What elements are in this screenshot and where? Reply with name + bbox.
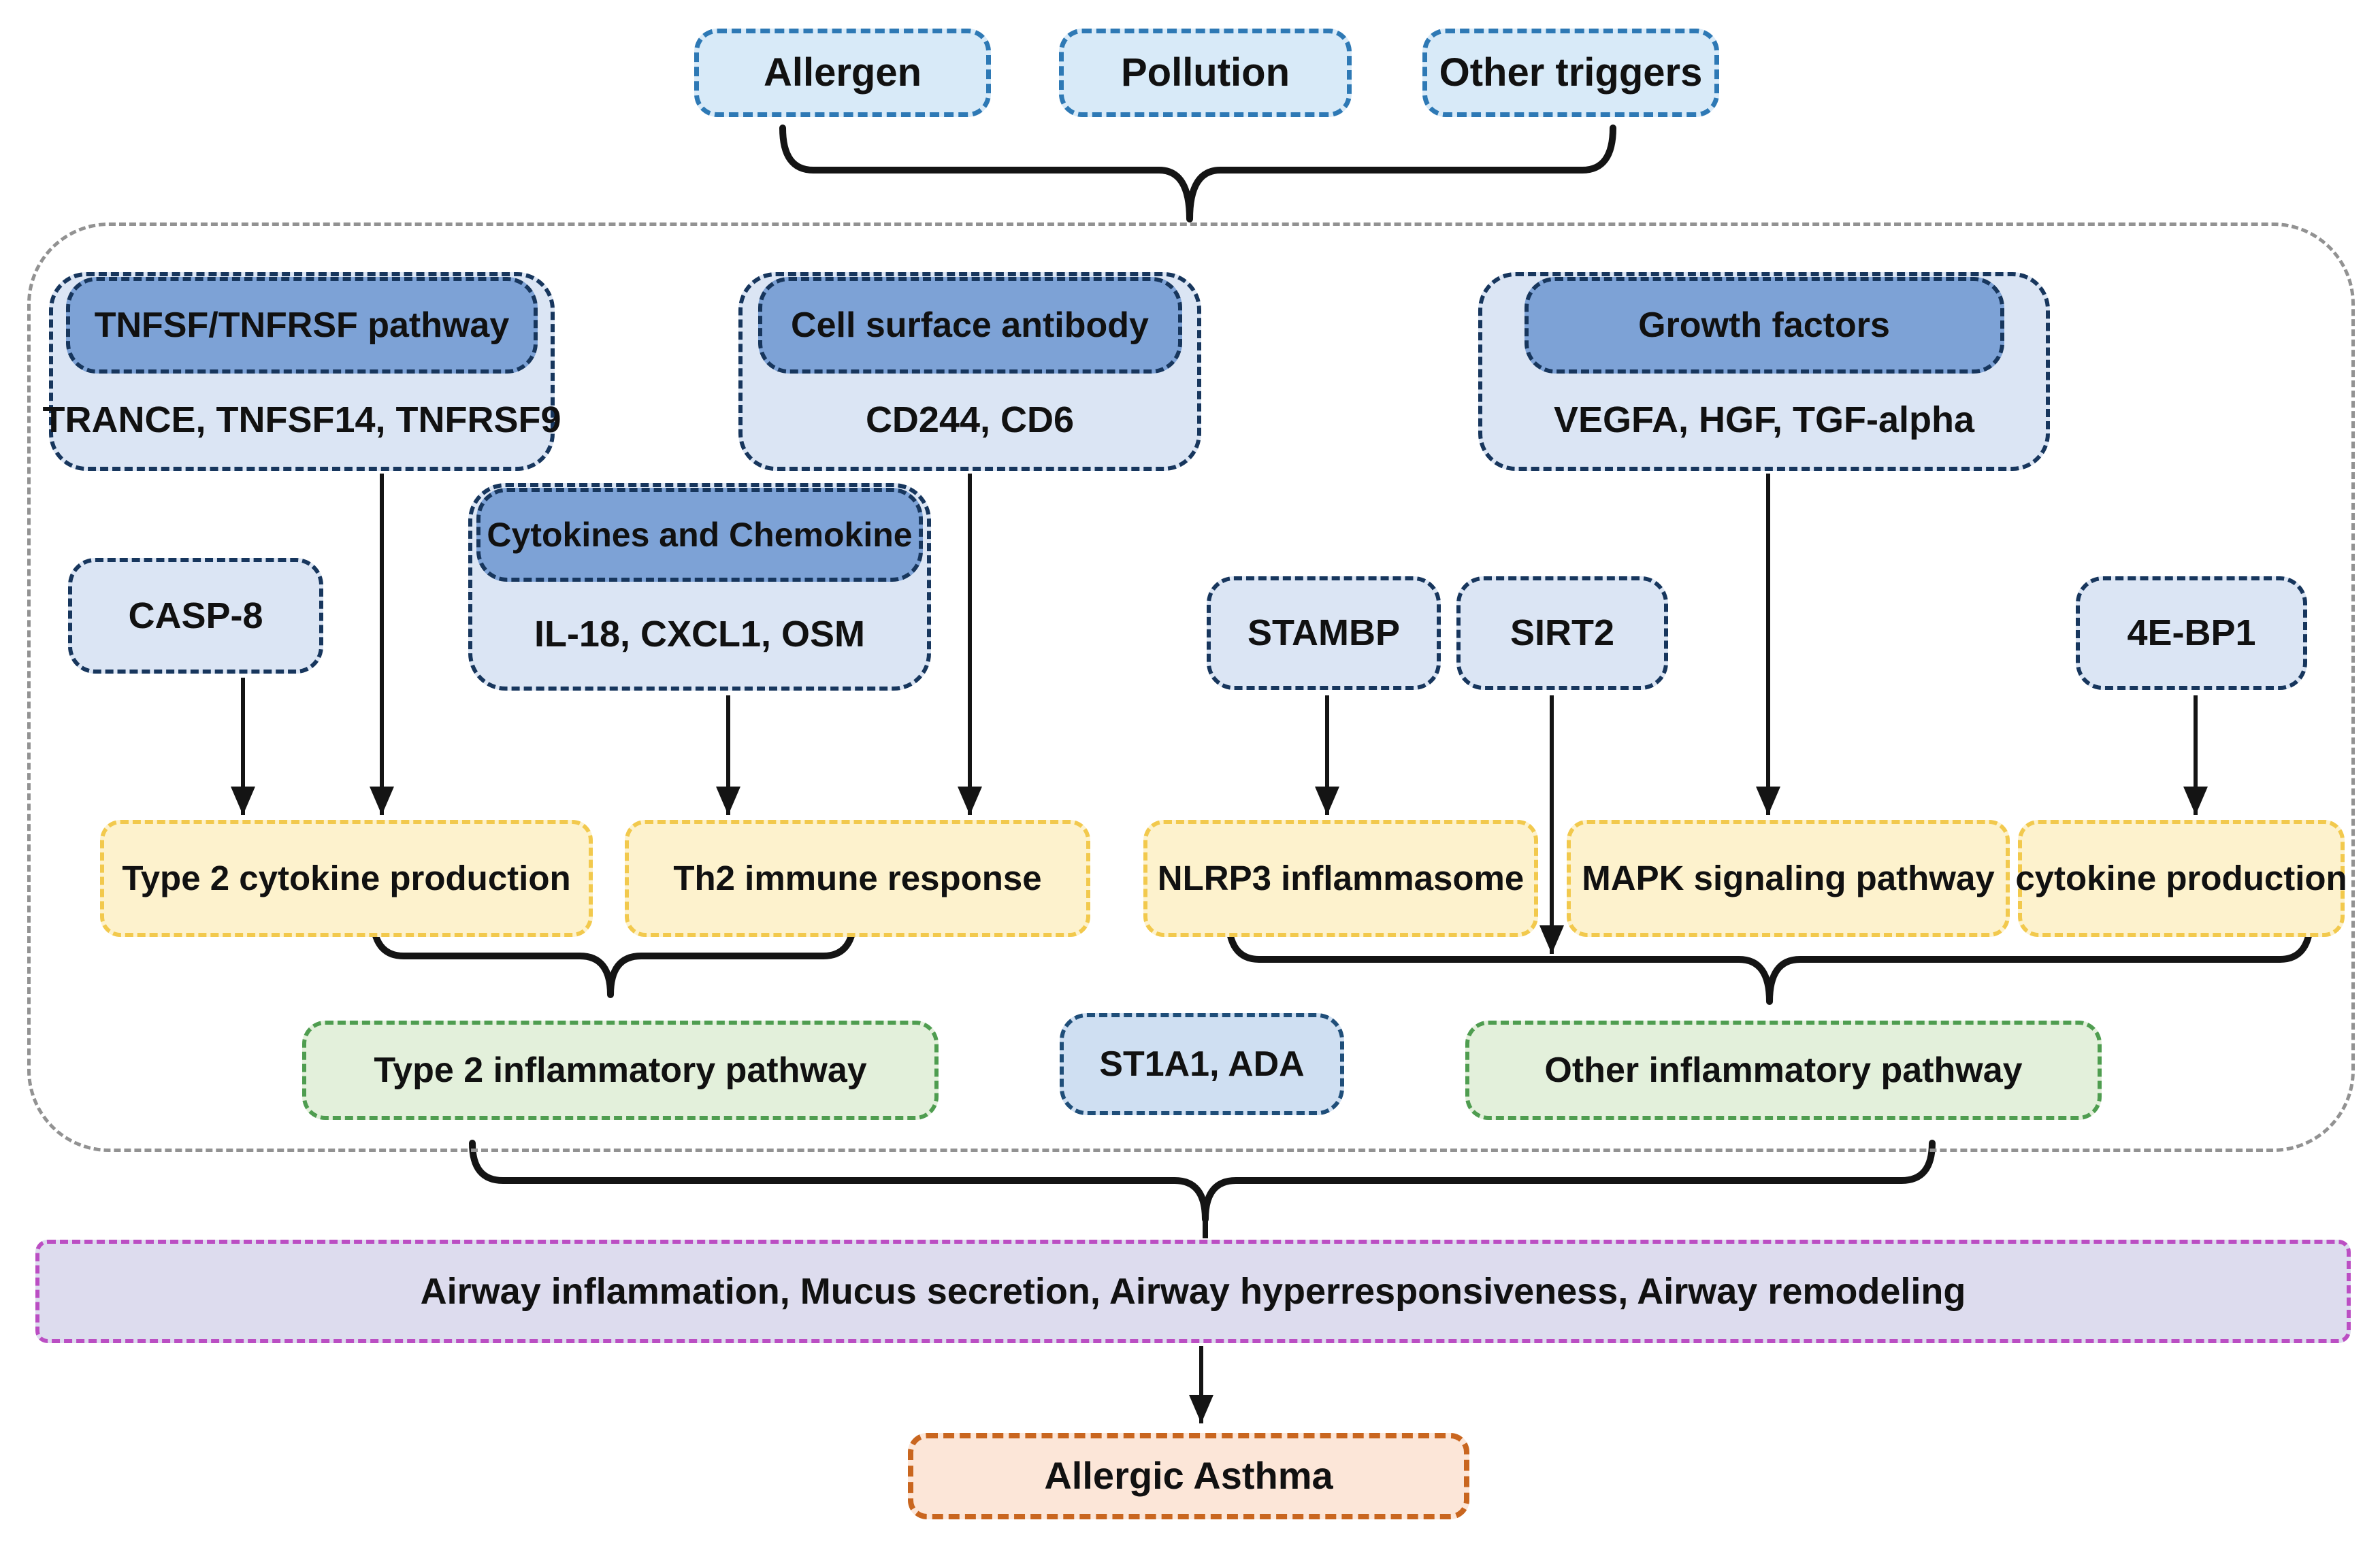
process-nlrp3-label: NLRP3 inflammasome bbox=[1157, 859, 1525, 898]
process-cytokine-production-label: cytokine production bbox=[2015, 859, 2347, 898]
group-cell-surface-header-label: Cell surface antibody bbox=[791, 305, 1149, 345]
group-tnfsf-pathway: TNFSF/TNFRSF pathway TRANCE, TNFSF14, TN… bbox=[42, 272, 561, 471]
group-cytokines-header-label: Cytokines and Chemokine bbox=[487, 516, 913, 554]
trigger-allergen: Allergen bbox=[694, 29, 991, 117]
enzyme-st1a1-label: ST1A1, ADA bbox=[1099, 1044, 1305, 1084]
trigger-other-triggers-label: Other triggers bbox=[1439, 50, 1703, 95]
trigger-other-triggers: Other triggers bbox=[1422, 29, 1719, 117]
group-growth-factors-header: Growth factors bbox=[1524, 277, 2004, 374]
outcome-airway-effects: Airway inflammation, Mucus secretion, Ai… bbox=[35, 1240, 2351, 1343]
gene-4ebp1-label: 4E-BP1 bbox=[2127, 612, 2256, 654]
disease-allergic-asthma: Allergic Asthma bbox=[908, 1433, 1469, 1519]
group-growth-factors-genes: VEGFA, HGF, TGF-alpha bbox=[1553, 399, 1975, 441]
pathway-other-inflammatory: Other inflammatory pathway bbox=[1465, 1021, 2102, 1120]
gene-casp8: CASP-8 bbox=[68, 558, 323, 674]
pathway-type2-inflammatory: Type 2 inflammatory pathway bbox=[302, 1021, 939, 1120]
pathway-type2-label: Type 2 inflammatory pathway bbox=[374, 1050, 867, 1090]
process-type2-cytokine-label: Type 2 cytokine production bbox=[122, 859, 571, 898]
trigger-pollution: Pollution bbox=[1059, 29, 1352, 117]
brace-triggers-to-container bbox=[779, 125, 1616, 222]
process-mapk-signaling: MAPK signaling pathway bbox=[1567, 820, 2010, 937]
group-tnfsf-header: TNFSF/TNFRSF pathway bbox=[66, 277, 538, 374]
pathway-other-label: Other inflammatory pathway bbox=[1544, 1050, 2023, 1090]
brace-to-outcome bbox=[469, 1140, 1936, 1223]
gene-sirt2-label: SIRT2 bbox=[1510, 612, 1615, 654]
process-nlrp3-inflammasome: NLRP3 inflammasome bbox=[1143, 820, 1538, 937]
group-tnfsf-genes: TRANCE, TNFSF14, TNFRSF9 bbox=[42, 399, 561, 441]
process-th2-immune-response: Th2 immune response bbox=[625, 820, 1090, 937]
group-cytokines-genes: IL-18, CXCL1, OSM bbox=[534, 613, 866, 655]
trigger-allergen-label: Allergen bbox=[763, 50, 922, 95]
trigger-pollution-label: Pollution bbox=[1120, 50, 1290, 95]
enzyme-st1a1-ada: ST1A1, ADA bbox=[1060, 1013, 1344, 1115]
process-th2-label: Th2 immune response bbox=[673, 859, 1042, 898]
group-growth-factors-header-label: Growth factors bbox=[1638, 305, 1890, 345]
process-cytokine-production: cytokine production bbox=[2015, 820, 2347, 937]
brace-to-other-pathway bbox=[1225, 914, 2314, 1005]
process-type2-cytokine-production: Type 2 cytokine production bbox=[100, 820, 593, 937]
process-mapk-label: MAPK signaling pathway bbox=[1582, 859, 1995, 898]
gene-stambp: STAMBP bbox=[1207, 576, 1441, 690]
brace-to-type2-pathway bbox=[370, 912, 858, 998]
group-cytokines-chemokine: Cytokines and Chemokine IL-18, CXCL1, OS… bbox=[468, 483, 931, 691]
gene-casp8-label: CASP-8 bbox=[128, 595, 263, 636]
gene-stambp-label: STAMBP bbox=[1248, 612, 1400, 654]
disease-allergic-asthma-label: Allergic Asthma bbox=[1044, 1454, 1333, 1498]
group-cell-surface-genes: CD244, CD6 bbox=[865, 399, 1075, 441]
group-cytokines-header: Cytokines and Chemokine bbox=[476, 488, 923, 582]
group-tnfsf-header-label: TNFSF/TNFRSF pathway bbox=[94, 305, 510, 345]
group-cell-surface-header: Cell surface antibody bbox=[757, 277, 1182, 374]
gene-sirt2: SIRT2 bbox=[1456, 576, 1668, 690]
gene-4ebp1: 4E-BP1 bbox=[2076, 576, 2307, 690]
group-cell-surface-antibody: Cell surface antibody CD244, CD6 bbox=[738, 272, 1201, 471]
group-growth-factors: Growth factors VEGFA, HGF, TGF-alpha bbox=[1478, 272, 2050, 471]
outcome-airway-effects-label: Airway inflammation, Mucus secretion, Ai… bbox=[420, 1270, 1966, 1312]
